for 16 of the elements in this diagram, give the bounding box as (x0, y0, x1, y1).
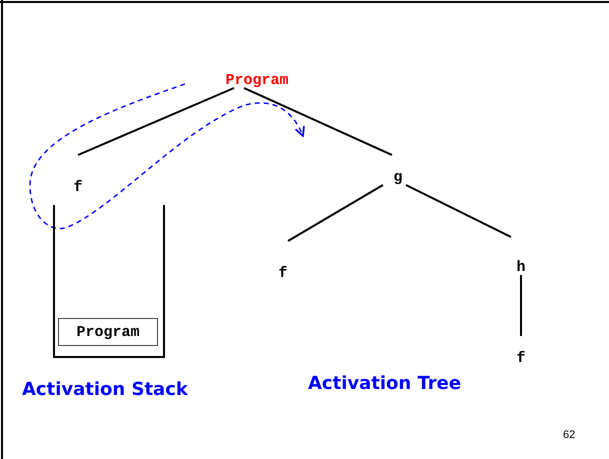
tree-node-label: f (73, 180, 82, 195)
stack-frame: Program (58, 318, 158, 346)
tree-edge (520, 275, 522, 336)
caption: Activation Tree (308, 373, 462, 394)
tree-edge (244, 87, 392, 156)
tree-edge (78, 87, 234, 156)
page-number: 62 (563, 429, 576, 441)
tree-edge (406, 184, 512, 238)
stack-container (53, 205, 165, 358)
caption: Activation Stack (22, 379, 188, 400)
tree-node-label: g (393, 170, 402, 185)
tree-node-label: f (516, 351, 526, 366)
tree-node-label: f (278, 266, 288, 281)
tree-node-label: h (516, 260, 526, 275)
tree-edge (288, 184, 384, 242)
tree-node-label: Program (225, 73, 288, 88)
